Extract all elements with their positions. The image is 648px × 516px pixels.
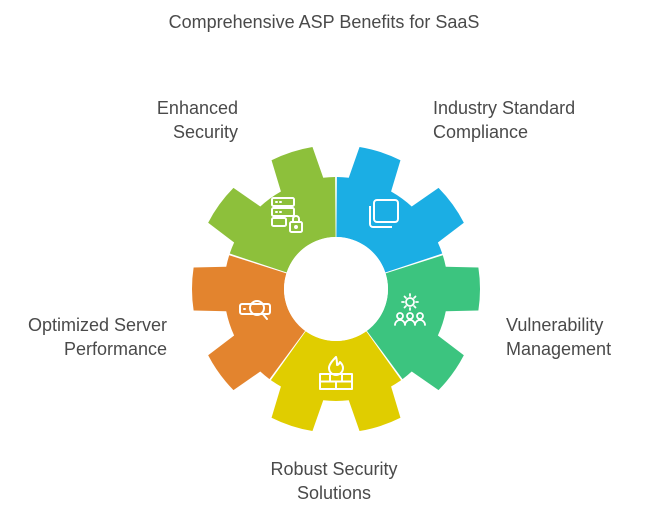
label-line: Security — [172, 122, 238, 142]
gear-segment-compliance — [366, 255, 480, 391]
label-optimized-server-performance: Optimized Server Performance — [4, 313, 167, 361]
gear-segment-solutions — [192, 255, 306, 391]
label-line: Optimized Server — [27, 315, 167, 335]
gear-hub — [284, 237, 388, 341]
label-line: Performance — [63, 339, 167, 359]
label-line: Industry Standard — [433, 98, 576, 118]
label-vulnerability-management: Vulnerability Management — [506, 313, 646, 361]
gear-icons — [239, 197, 426, 390]
label-line: Compliance — [433, 122, 529, 142]
label-robust-security-solutions: Robust Security Solutions — [234, 457, 434, 505]
label-line: Enhanced — [156, 98, 238, 118]
label-line: Robust Security — [270, 459, 398, 479]
label-line: Management — [506, 339, 612, 359]
team-gear-icon — [394, 293, 426, 326]
label-enhanced-security: Enhanced Security — [60, 96, 238, 144]
server-lock-icon — [271, 197, 303, 233]
firewall-icon — [319, 356, 353, 390]
server-inspect-icon — [239, 300, 271, 320]
label-line: Solutions — [296, 483, 372, 503]
label-line: Vulnerability — [506, 315, 604, 335]
label-industry-standard-compliance: Industry Standard Compliance — [433, 96, 633, 144]
documents-icon — [369, 199, 399, 228]
gear-segment-security — [336, 146, 464, 273]
diagram-title: Comprehensive ASP Benefits for SaaS — [168, 12, 480, 32]
